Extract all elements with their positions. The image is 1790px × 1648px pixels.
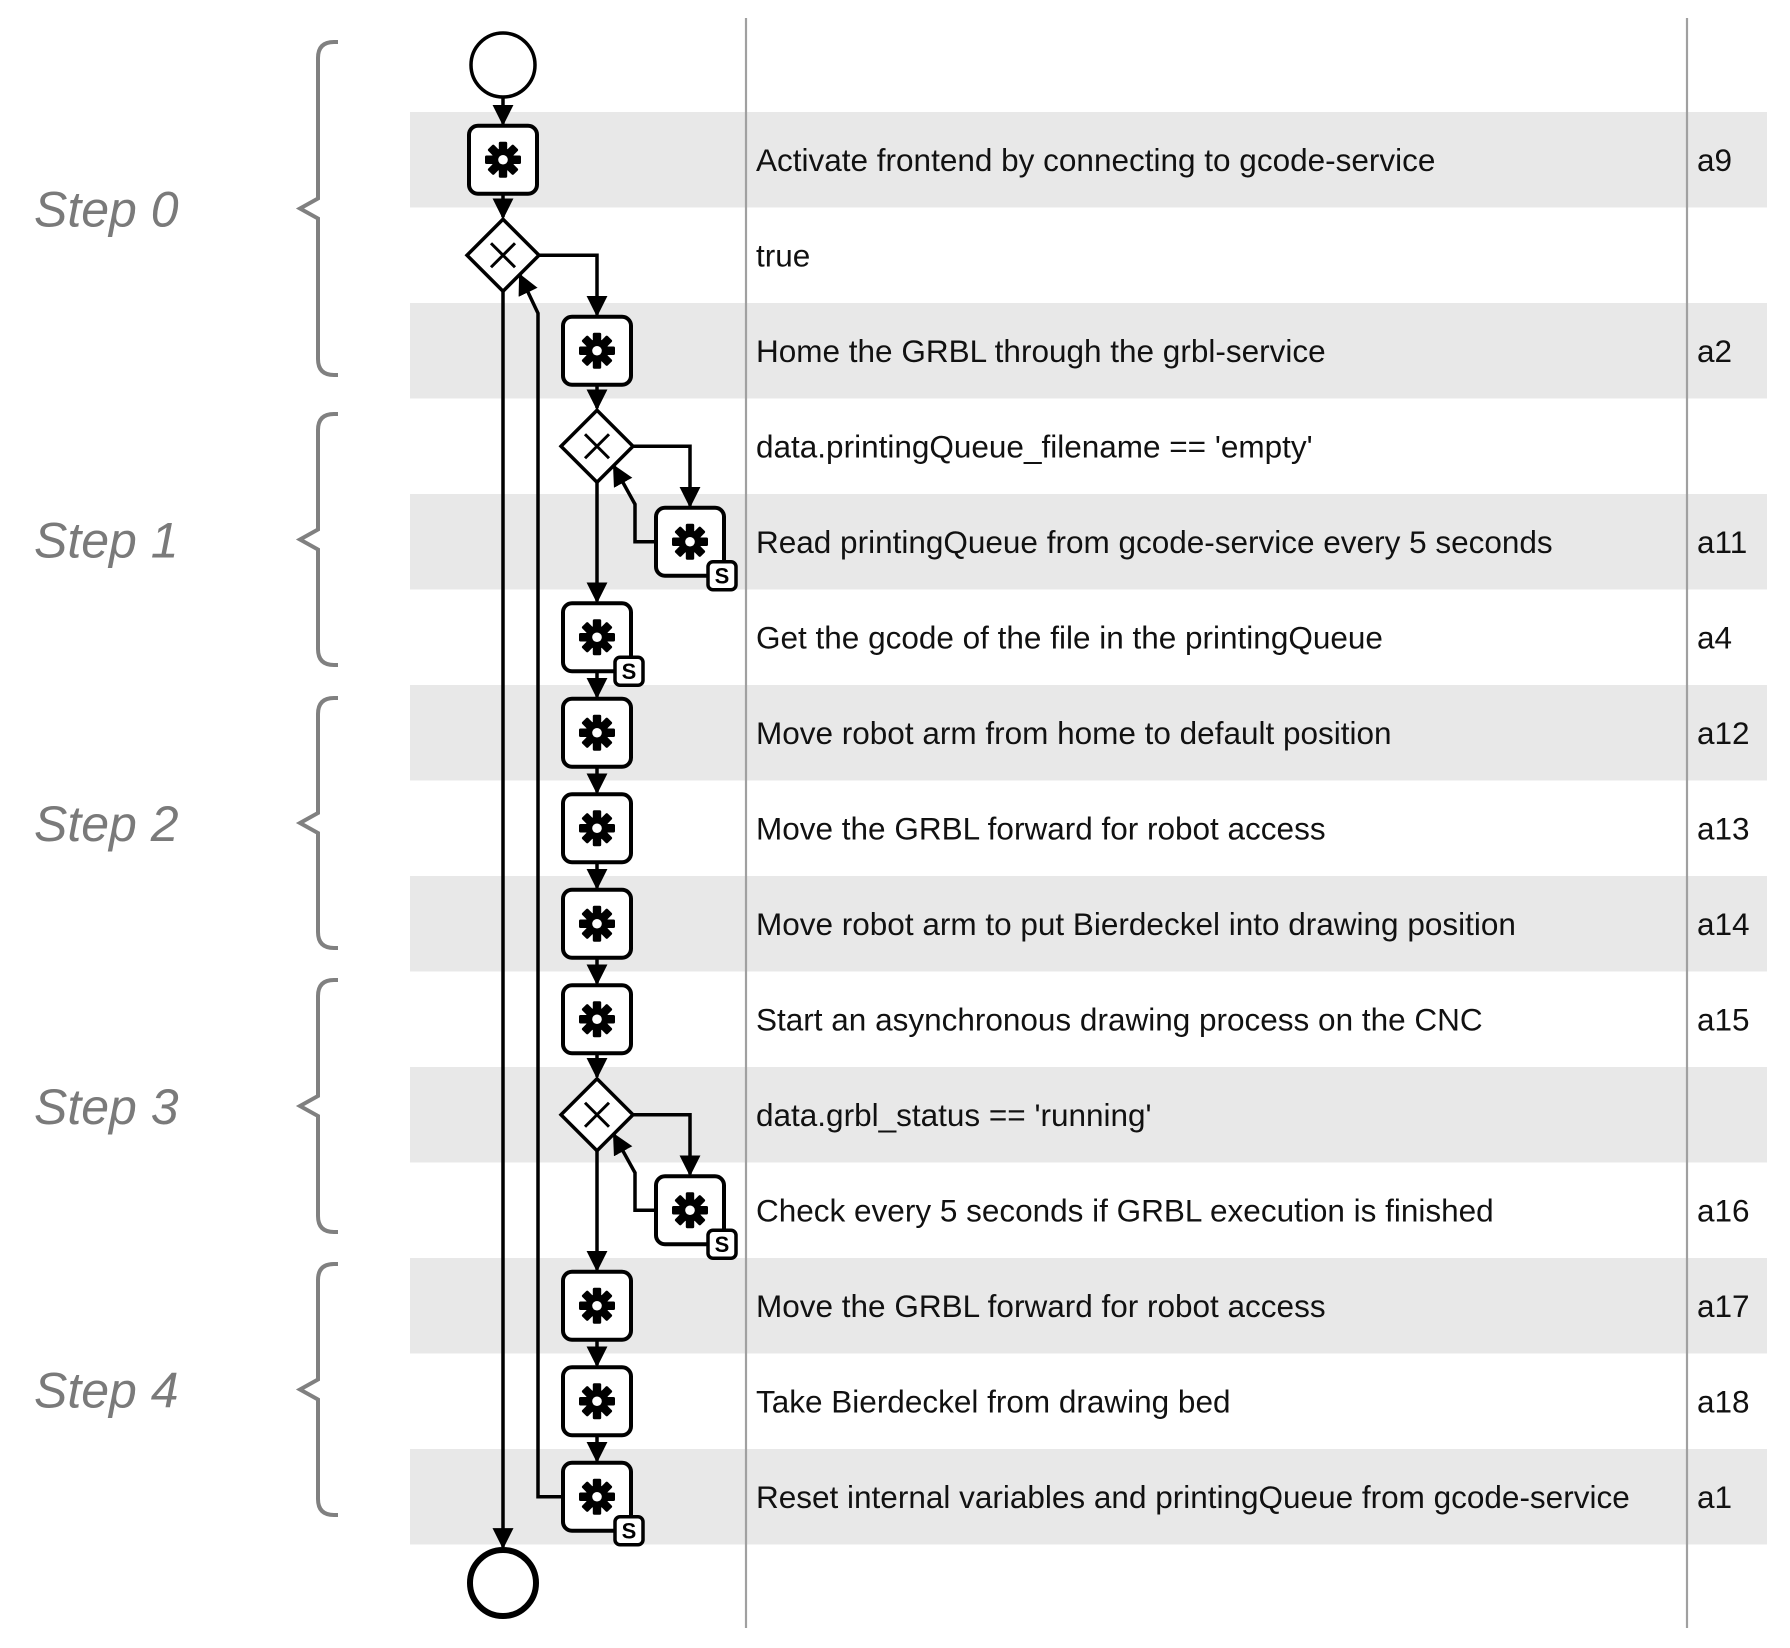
service-task xyxy=(561,983,633,1056)
sequence-flow xyxy=(612,464,656,544)
gear-icon xyxy=(485,141,521,178)
gear-icon xyxy=(579,619,615,656)
service-task xyxy=(561,314,633,387)
script-badge xyxy=(706,560,738,592)
gear-icon xyxy=(579,1478,615,1515)
sequence-flow xyxy=(633,1113,701,1177)
exclusive-gateway-x-icon xyxy=(489,242,517,269)
row-id: a12 xyxy=(1697,715,1750,751)
row-band xyxy=(410,112,1767,208)
script-task: S xyxy=(561,601,645,687)
row-band xyxy=(410,685,1767,781)
row-id: a11 xyxy=(1697,524,1747,560)
gear-icon xyxy=(579,1001,615,1038)
step-label: Step 1 xyxy=(34,513,179,569)
row-description: Move the GRBL forward for robot access xyxy=(756,1288,1326,1324)
row-id: a16 xyxy=(1697,1192,1750,1228)
service-task xyxy=(561,1269,633,1342)
script-badge-label: S xyxy=(622,1518,637,1543)
step-groups: Step 0 Step 1 Step 2 Step 3 Step 4 xyxy=(34,40,338,1517)
script-task: S xyxy=(561,1460,645,1547)
row-description: data.printingQueue_filename == 'empty' xyxy=(756,428,1313,464)
gear-icon xyxy=(579,714,615,751)
row-description: Get the gcode of the file in the printin… xyxy=(756,619,1383,655)
row-band xyxy=(410,303,1767,399)
row-description: Take Bierdeckel from drawing bed xyxy=(756,1383,1230,1419)
step-bracket xyxy=(295,412,338,667)
service-task xyxy=(561,887,633,960)
step-bracket xyxy=(295,1262,338,1517)
column-dividers xyxy=(744,18,1689,1628)
sequence-flow xyxy=(612,1132,656,1212)
gear-icon xyxy=(579,810,615,847)
exclusive-gateway-x-icon xyxy=(583,1101,611,1128)
script-badge-label: S xyxy=(622,659,637,684)
service-task xyxy=(467,123,539,196)
gear-icon xyxy=(672,523,708,560)
service-task xyxy=(561,792,633,865)
row-id: a9 xyxy=(1697,142,1732,178)
row-description: Activate frontend by connecting to gcode… xyxy=(756,142,1435,178)
service-task xyxy=(561,1365,633,1438)
row-band xyxy=(410,1258,1767,1354)
script-badge xyxy=(613,1515,645,1547)
row-description: Check every 5 seconds if GRBL execution … xyxy=(756,1192,1494,1228)
sequence-flow xyxy=(539,253,608,317)
row-id: a18 xyxy=(1697,1383,1750,1419)
row-description: Read printingQueue from gcode-service ev… xyxy=(756,524,1553,560)
gear-icon xyxy=(579,1287,615,1324)
gear-icon xyxy=(579,1383,615,1420)
exclusive-gateway xyxy=(558,407,636,485)
row-description: Move robot arm to put Bierdeckel into dr… xyxy=(756,906,1516,942)
service-task xyxy=(561,696,633,769)
start-event xyxy=(469,31,537,99)
row-texts: Activate frontend by connecting to gcode… xyxy=(756,142,1750,1515)
row-band xyxy=(410,876,1767,972)
row-description: data.grbl_status == 'running' xyxy=(756,1097,1152,1133)
row-description: true xyxy=(756,237,810,273)
step-bracket xyxy=(295,40,338,377)
row-description: Start an asynchronous drawing process on… xyxy=(756,1001,1483,1037)
script-badge xyxy=(706,1228,738,1260)
gear-icon xyxy=(579,332,615,369)
step-bracket xyxy=(295,978,338,1234)
script-task: S xyxy=(654,1174,738,1260)
row-description: Reset internal variables and printingQue… xyxy=(756,1479,1630,1515)
row-id: a2 xyxy=(1697,333,1732,369)
row-id: a17 xyxy=(1697,1288,1750,1324)
row-id: a15 xyxy=(1697,1001,1750,1037)
gear-icon xyxy=(672,1192,708,1229)
step-label: Step 3 xyxy=(34,1079,179,1135)
end-event xyxy=(467,1547,539,1619)
script-task: S xyxy=(654,505,738,592)
exclusive-gateway xyxy=(558,1076,636,1154)
sequence-flow xyxy=(518,273,563,1499)
row-id: a1 xyxy=(1697,1479,1732,1515)
step-bracket xyxy=(295,696,338,950)
exclusive-gateway xyxy=(464,216,542,294)
sequence-flow xyxy=(633,444,701,508)
step-label: Step 0 xyxy=(34,182,179,238)
row-description: Move the GRBL forward for robot access xyxy=(756,810,1326,846)
flow-nodes: S S S S xyxy=(464,31,738,1619)
step-label: Step 4 xyxy=(34,1363,179,1419)
script-badge xyxy=(613,655,645,687)
row-id: a14 xyxy=(1697,906,1750,942)
flow-edges xyxy=(492,97,701,1550)
step-label: Step 2 xyxy=(34,796,179,852)
row-id: a13 xyxy=(1697,810,1750,846)
gear-icon xyxy=(579,905,615,942)
script-badge-label: S xyxy=(715,1232,730,1257)
script-badge-label: S xyxy=(715,563,730,588)
row-id: a4 xyxy=(1697,619,1732,655)
exclusive-gateway-x-icon xyxy=(583,433,611,460)
row-description: Move robot arm from home to default posi… xyxy=(756,715,1392,751)
row-description: Home the GRBL through the grbl-service xyxy=(756,333,1326,369)
